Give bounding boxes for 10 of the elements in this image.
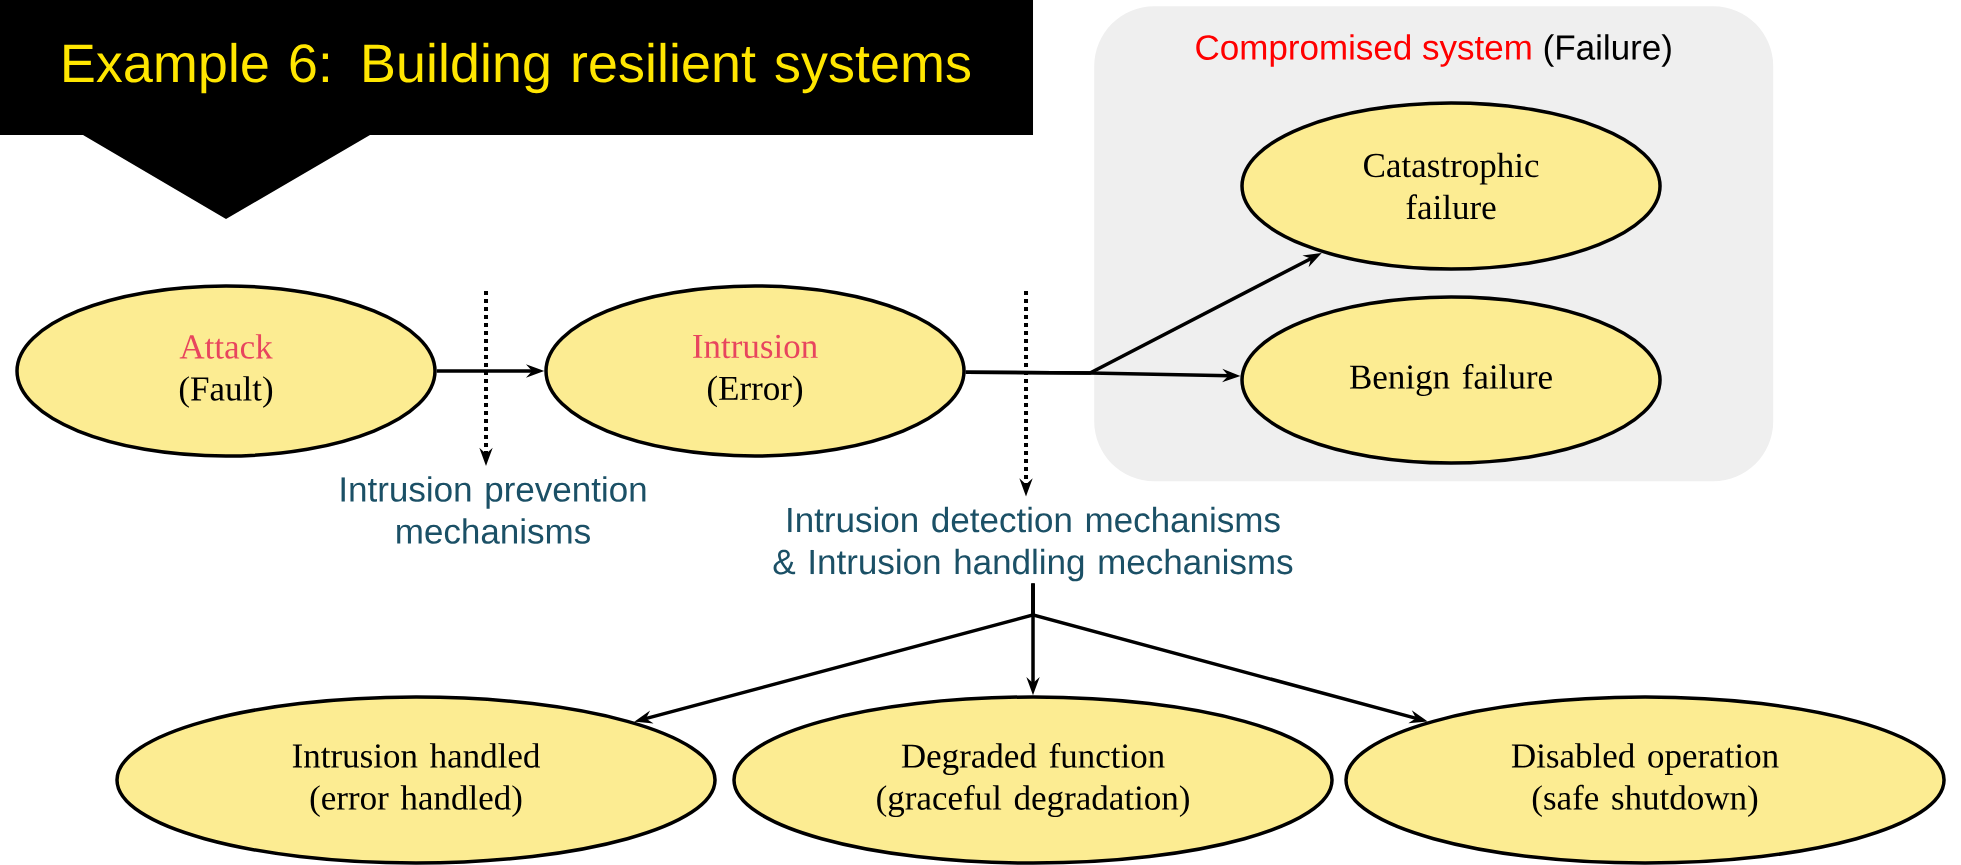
ellipse-node: Disabled operation (safe shutdown) xyxy=(1344,695,1946,865)
ellipse-node: Benign failure xyxy=(1240,295,1662,465)
ellipse-node: Catastrophic failure xyxy=(1240,101,1662,271)
title-banner: Example 6: Building resilient systems xyxy=(0,0,1033,219)
ellipse-node: Degraded function (graceful degradation) xyxy=(732,695,1334,865)
ellipse-node: Intrusion (Error) xyxy=(544,284,966,458)
ellipse-node: Intrusion handled (error handled) xyxy=(115,695,717,865)
mechanism-label: Intrusion prevention mechanisms xyxy=(341,476,646,544)
mechanism-label: Intrusion detection mechanisms & Intrusion handling mechanisms xyxy=(773,506,1293,582)
ellipse-node: Attack (Fault) xyxy=(15,284,437,458)
